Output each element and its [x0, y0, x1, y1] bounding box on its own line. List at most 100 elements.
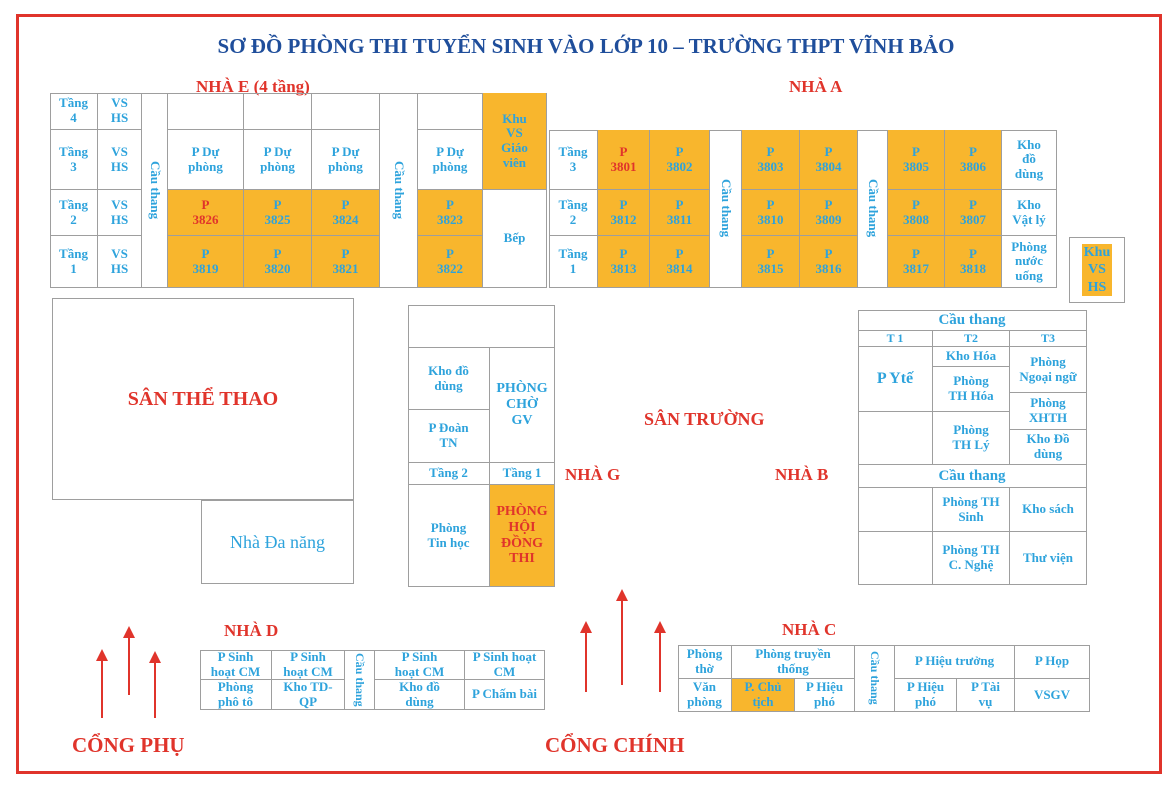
room-p-hieu-pho: P Hiệu phó: [895, 679, 957, 712]
floor-label: Tầng 1: [490, 463, 555, 485]
up-arrow-icon: [123, 626, 135, 695]
stairs-label: Cầu thang: [855, 645, 895, 712]
room-3826: P 3826: [168, 190, 244, 236]
room-phong-pho-to: Phòng phô tô: [200, 679, 272, 710]
room-du-phong: P Dự phòng: [244, 130, 312, 190]
room-phong-tin-hoc: Phòng Tin học: [408, 485, 490, 587]
room-p-hieu-truong: P Hiệu trưởng: [895, 645, 1015, 679]
room-khu-vs-giao-vien: Khu VS Giáo viên: [483, 93, 547, 190]
room-3823: P 3823: [418, 190, 483, 236]
room-du-phong: P Dự phòng: [312, 130, 380, 190]
room-bep: Bếp: [483, 190, 547, 288]
room-p-chu-tich: P. Chủ tịch: [732, 679, 795, 712]
room-3809: P 3809: [800, 190, 858, 236]
empty-cell: [858, 488, 933, 532]
room-vsgv: VSGV: [1015, 679, 1090, 712]
room-3825: P 3825: [244, 190, 312, 236]
up-arrow-icon: [654, 621, 666, 692]
floor-label: Tầng 4: [50, 93, 98, 130]
room-3802: P 3802: [650, 130, 710, 190]
floor-label-t1: T 1: [858, 331, 933, 347]
room-phong-th-c-nghe: Phòng TH C. Nghệ: [933, 532, 1010, 585]
room-p-sinh-hoat-cm: P Sinh hoạt CM: [465, 649, 545, 680]
room-3818: P 3818: [945, 236, 1002, 288]
room-p-cham-bai: P Chấm bài: [465, 680, 545, 710]
field-san-the-thao: SÂN THỂ THAO: [52, 298, 354, 500]
building-label-nha-d: NHÀ D: [224, 621, 279, 640]
floor-label: Tầng 3: [549, 130, 598, 190]
room-p-hieu-pho: P Hiệu phó: [795, 679, 855, 712]
room-phong-cho-gv: PHÒNG CHỜ GV: [490, 348, 555, 463]
empty-cell: [168, 93, 244, 130]
room-p-doan-tn: P Đoàn TN: [408, 410, 490, 463]
room-p-sinh-hoat-cm: P Sinh hoạt CM: [200, 649, 272, 680]
gate-label-cong-phu: CỔNG PHỤ: [72, 733, 185, 757]
up-arrow-icon: [149, 651, 161, 718]
page-title: SƠ ĐỒ PHÒNG THI TUYỂN SINH VÀO LỚP 10 – …: [217, 34, 955, 58]
room-phong-tho: Phòng thờ: [678, 645, 732, 679]
room-3803: P 3803: [742, 130, 800, 190]
floor-label: Tầng 3: [50, 130, 98, 190]
up-arrow-icon: [96, 649, 108, 718]
room-phong-th-ly: Phòng TH Lý: [933, 412, 1010, 465]
room-phong-th-sinh: Phòng TH Sinh: [933, 488, 1010, 532]
building-e-table: [50, 93, 547, 288]
building-nha-da-nang: Nhà Đa năng: [201, 500, 354, 584]
room-3810: P 3810: [742, 190, 800, 236]
floor-label: Tầng 2: [408, 463, 490, 485]
room-3813: P 3813: [598, 236, 650, 288]
room-phong-ngoai-ngu: Phòng Ngoại ngữ: [1010, 347, 1087, 393]
empty-cell: [418, 93, 483, 130]
room-3811: P 3811: [650, 190, 710, 236]
room-3819: P 3819: [168, 236, 244, 288]
room-3820: P 3820: [244, 236, 312, 288]
floor-label: Tầng 2: [50, 190, 98, 236]
khu-vs-hs-text: Khu VS HS: [1081, 243, 1113, 297]
room-thu-vien: Thư viện: [1010, 532, 1087, 585]
room-vs-hs: VS HS: [98, 93, 142, 130]
building-label-nha-g: NHÀ G: [565, 465, 621, 484]
room-3816: P 3816: [800, 236, 858, 288]
stairs-label: Cầu thang: [858, 130, 888, 288]
room-3806: P 3806: [945, 130, 1002, 190]
floor-label-t3: T3: [1010, 331, 1087, 347]
room-kho-do-dung: Kho Đồ dùng: [1010, 430, 1087, 465]
empty-cell: [408, 305, 555, 348]
room-p-y-te: P Ytế: [858, 347, 933, 412]
building-g-table: [408, 305, 555, 587]
room-phong-th-hoa: Phòng TH Hóa: [933, 367, 1010, 412]
room-3807: P 3807: [945, 190, 1002, 236]
room-kho-do-dung: Kho đồ dùng: [1002, 130, 1057, 190]
floor-label-t2: T2: [933, 331, 1010, 347]
stairs-label: Cầu thang: [142, 93, 168, 288]
room-vs-hs: VS HS: [98, 130, 142, 190]
stairs-label: Cầu thang: [380, 93, 418, 288]
room-kho-sach: Kho sách: [1010, 488, 1087, 532]
room-3808: P 3808: [888, 190, 945, 236]
room-3812: P 3812: [598, 190, 650, 236]
stairs-label: Cầu thang: [858, 310, 1087, 331]
building-label-nha-b: NHÀ B: [775, 465, 829, 484]
building-b-table: [858, 310, 1087, 585]
stairs-label: Cầu thang: [858, 465, 1087, 488]
building-label-nha-c: NHÀ C: [782, 620, 837, 639]
empty-cell: [858, 532, 933, 585]
room-phong-xhth: Phòng XHTH: [1010, 393, 1087, 430]
outer-frame: [16, 14, 1162, 774]
room-3815: P 3815: [742, 236, 800, 288]
field-label: SÂN THỂ THAO: [127, 387, 279, 410]
room-vs-hs: VS HS: [98, 190, 142, 236]
floor-label: Tầng 2: [549, 190, 598, 236]
room-3821: P 3821: [312, 236, 380, 288]
room-kho-hoa: Kho Hóa: [933, 347, 1010, 367]
empty-cell: [312, 93, 380, 130]
room-kho-do-dung: Kho đồ dùng: [375, 679, 465, 710]
room-3804: P 3804: [800, 130, 858, 190]
room-p-sinh-hoat-cm: P Sinh hoạt CM: [375, 649, 465, 680]
nha-da-nang-label: Nhà Đa năng: [230, 531, 325, 552]
room-3801: P 3801: [598, 130, 650, 190]
room-kho-do-dung: Kho đồ dùng: [408, 348, 490, 410]
up-arrow-icon: [616, 589, 628, 685]
building-label-nha-a: NHÀ A: [789, 77, 843, 96]
room-p-hop: P Họp: [1015, 645, 1090, 679]
